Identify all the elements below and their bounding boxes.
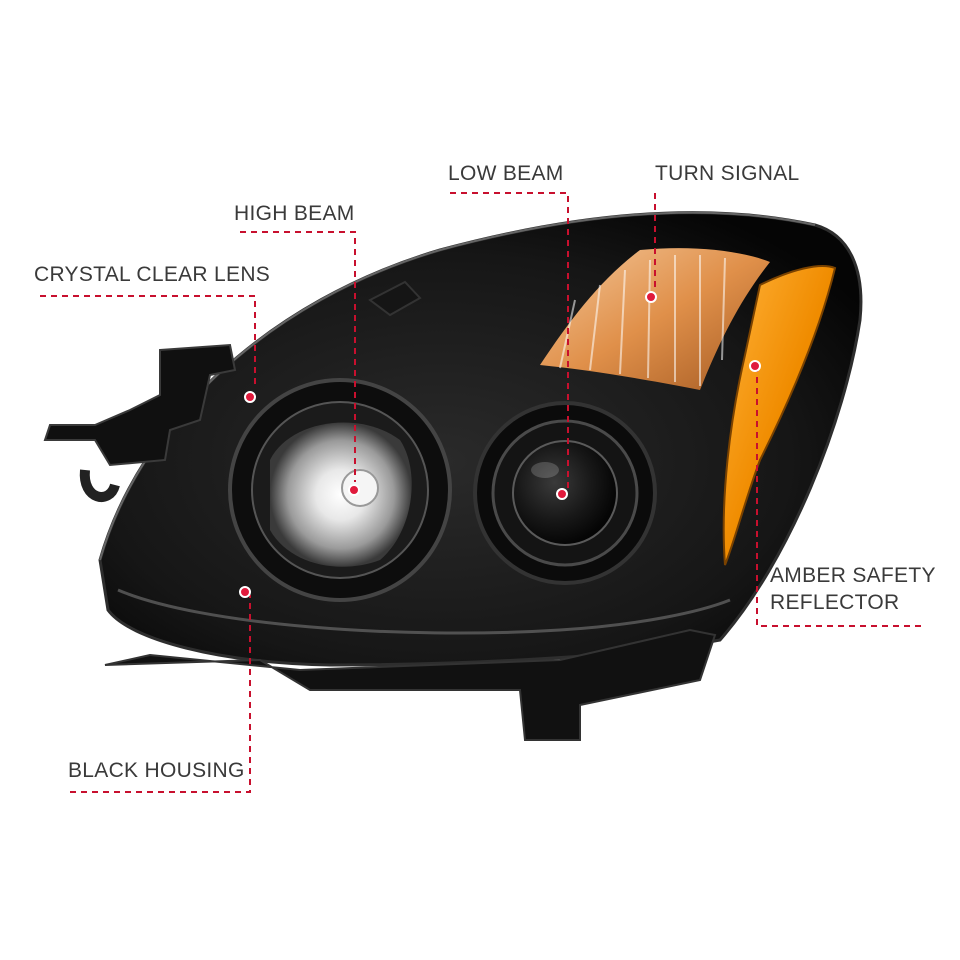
- callout-line-crystal-clear-lens: [40, 295, 256, 385]
- callout-dot-turn-signal: [645, 291, 657, 303]
- label-low-beam-text: LOW BEAM: [448, 162, 564, 185]
- label-amber-safety-reflector: AMBER SAFETY REFLECTOR: [770, 562, 936, 616]
- mount-bracket-bottom: [104, 628, 717, 741]
- callout-dot-low-beam: [556, 488, 568, 500]
- label-amber-safety-reflector-line1: AMBER SAFETY: [770, 564, 936, 587]
- callout-dot-amber-safety-reflector: [749, 360, 761, 372]
- label-turn-signal-text: TURN SIGNAL: [655, 162, 800, 185]
- callout-dot-crystal-clear-lens: [244, 391, 256, 403]
- mount-bracket-top: [368, 280, 422, 317]
- label-crystal-clear-lens-text: CRYSTAL CLEAR LENS: [34, 263, 271, 286]
- callout-dot-black-housing: [239, 586, 251, 598]
- high-beam-bulb: [341, 469, 379, 507]
- label-black-housing: BLACK HOUSING: [68, 757, 245, 784]
- callout-dots: [239, 291, 761, 598]
- label-high-beam: HIGH BEAM: [234, 200, 355, 227]
- callout-line-amber-safety-reflector: [756, 370, 921, 627]
- label-black-housing-text: BLACK HOUSING: [68, 759, 245, 782]
- label-low-beam: LOW BEAM: [448, 160, 564, 187]
- label-crystal-clear-lens: CRYSTAL CLEAR LENS: [34, 261, 270, 288]
- high-beam-reflector: [270, 422, 412, 567]
- turn-signal-lens: [540, 248, 770, 390]
- label-high-beam-text: HIGH BEAM: [234, 202, 355, 225]
- callout-line-black-housing: [70, 595, 251, 793]
- mount-bracket-left: [43, 343, 237, 467]
- label-turn-signal: TURN SIGNAL: [655, 160, 800, 187]
- callout-dot-high-beam: [348, 484, 360, 496]
- label-amber-safety-reflector-line2: REFLECTOR: [770, 591, 900, 614]
- callout-lines: [40, 192, 921, 793]
- callout-line-high-beam: [240, 231, 356, 482]
